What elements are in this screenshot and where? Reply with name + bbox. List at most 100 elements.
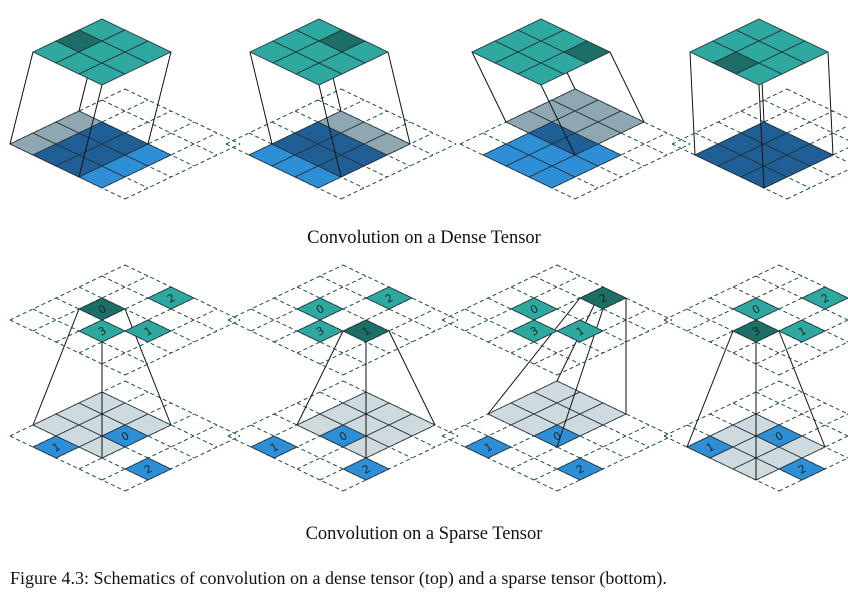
projection-line	[471, 51, 507, 123]
grid-line	[124, 319, 241, 376]
sparse-input-cell	[778, 457, 826, 481]
sparse-output-cell	[296, 319, 344, 343]
grid-line	[9, 264, 126, 321]
sparse-input-cell	[464, 435, 512, 459]
dense-caption: Convolution on a Dense Tensor	[307, 228, 541, 248]
grid-line	[786, 88, 848, 119]
sparse-input-cell	[250, 435, 298, 459]
dense-output-cell	[781, 40, 829, 64]
grid-line	[78, 286, 195, 343]
grid-line	[574, 143, 691, 200]
grid-line	[124, 88, 241, 145]
grid-line	[663, 264, 780, 321]
projection-line	[9, 51, 34, 145]
dense-output-cell	[341, 40, 389, 64]
dense-panel-2	[225, 18, 457, 200]
grid-line	[227, 319, 344, 376]
dense-panel-4	[671, 18, 848, 200]
grid-line	[778, 457, 848, 492]
grid-line	[340, 143, 457, 200]
projection-line	[487, 297, 581, 415]
sparse-input-cell	[342, 457, 390, 481]
projection-line	[296, 330, 344, 426]
grid-line	[101, 99, 218, 156]
sparse-input-cell	[686, 435, 734, 459]
sparse-input-cell	[101, 424, 149, 448]
projection-line	[609, 51, 645, 123]
grid-line	[124, 435, 241, 492]
projection-line	[78, 84, 103, 178]
sparse-input-cell	[124, 457, 172, 481]
sparse-caption: Convolution on a Sparse Tensor	[305, 524, 543, 544]
sparse-output-grid	[441, 264, 673, 376]
grid-line	[763, 99, 848, 141]
sparse-output-grid	[227, 264, 459, 376]
projection-line	[387, 51, 411, 145]
grid-line	[101, 424, 218, 481]
projection-line	[147, 51, 172, 145]
sparse-output-cell	[732, 297, 780, 321]
projection-line	[388, 330, 436, 426]
sparse-projection	[686, 320, 826, 480]
sparse-output-cell	[732, 319, 780, 343]
projection-line	[686, 330, 734, 448]
grid-line	[342, 319, 459, 376]
sparse-output-grid	[9, 264, 241, 376]
sparse-input-cell	[32, 435, 80, 459]
grid-line	[755, 391, 848, 437]
sparse-output-cell	[78, 319, 126, 343]
grid-line	[340, 88, 457, 145]
dense-output-cell	[124, 40, 172, 64]
grid-line	[556, 319, 673, 376]
sparse-projection	[296, 320, 436, 458]
dense-output-cell	[563, 40, 611, 64]
grid-line	[227, 380, 344, 437]
sparse-output-cell	[147, 286, 195, 310]
sparse-output-cell	[342, 319, 390, 343]
grid-line	[510, 286, 627, 343]
grid-line	[227, 435, 344, 492]
sparse-output-cell	[365, 286, 413, 310]
sparse-output-cell	[510, 297, 558, 321]
sparse-output-cell	[801, 286, 848, 310]
grid-line	[671, 88, 788, 145]
projection-line	[827, 51, 834, 156]
sparse-output-cell	[78, 297, 126, 321]
grid-line	[227, 264, 344, 321]
grid-line	[786, 169, 848, 200]
sparse-output-cell	[579, 286, 627, 310]
sparse-input-cell	[556, 457, 604, 481]
sparse-input-cell	[533, 424, 581, 448]
grid-line	[342, 435, 459, 492]
projection-line	[540, 84, 576, 156]
grid-line	[441, 319, 558, 376]
grid-line	[9, 435, 126, 492]
sparse-input-cell	[755, 424, 803, 448]
grid-line	[663, 380, 780, 437]
figure-caption: Figure 4.3: Schematics of convolution on…	[10, 568, 667, 588]
sparse-output-cell	[778, 319, 826, 343]
projection-line	[32, 308, 80, 426]
grid-line	[124, 380, 241, 437]
grid-line	[124, 143, 241, 200]
sparse-output-cell	[510, 319, 558, 343]
grid-line	[9, 319, 126, 376]
dense-panel-1	[9, 18, 241, 200]
sparse-output-cell	[296, 297, 344, 321]
grid-line	[441, 264, 558, 321]
grid-line	[556, 435, 673, 492]
projection-line	[689, 51, 696, 156]
dense-panel-3	[459, 18, 691, 200]
sparse-output-cell	[556, 319, 604, 343]
projection-line	[318, 84, 342, 178]
grid-line	[441, 435, 558, 492]
grid-line	[296, 286, 413, 343]
projection-line	[758, 84, 765, 189]
projection-line	[778, 330, 826, 448]
projection-line	[249, 51, 273, 145]
